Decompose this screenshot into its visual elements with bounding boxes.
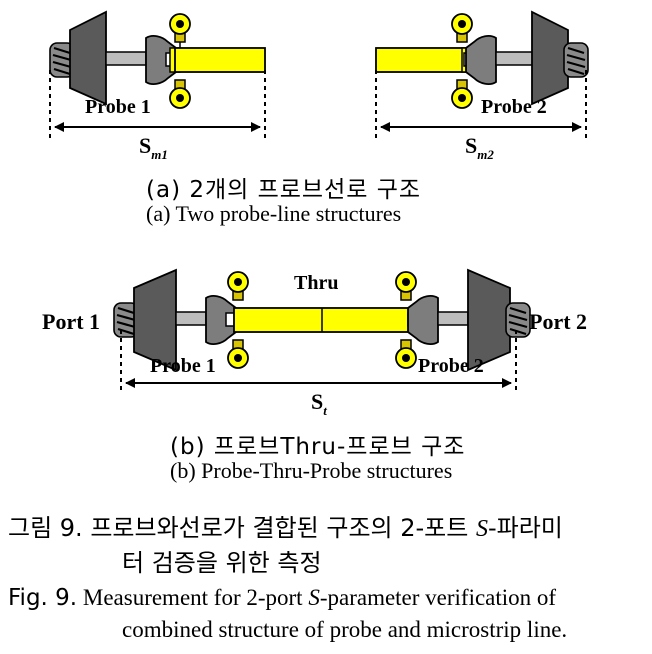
probe-2-label-a: Probe 2 [481, 96, 547, 118]
probe-1-assembly-a [48, 10, 266, 109]
line-2-a [375, 47, 467, 73]
coax-pin-2-a [495, 51, 537, 66]
connector-2-a [531, 10, 569, 106]
port-2-label: Port 2 [529, 309, 587, 334]
caption-b-korean: (b) 프로브Thru-프로브 구조 [170, 434, 466, 460]
figure-caption-english-line2: combined structure of probe and microstr… [122, 617, 568, 642]
figure-caption-english-line1: Fig. 9. Measurement for 2-port S-paramet… [8, 585, 557, 611]
dimension-label-sm1: Sm1 [139, 133, 168, 162]
caption-a-korean: (a) 2개의 프로브선로 구조 [146, 177, 422, 203]
dimension-label-st: St [311, 389, 327, 418]
probe-thru-probe-assembly [112, 268, 532, 372]
probe-1-label-b: Probe 1 [150, 355, 216, 377]
connector-1-a [69, 10, 107, 106]
dimension-label-sm2: Sm2 [465, 133, 494, 162]
line-1-a [174, 47, 266, 73]
thru-label: Thru [294, 272, 338, 294]
connector-port-1 [133, 268, 177, 372]
caption-b-english: (b) Probe-Thru-Probe structures [170, 458, 453, 483]
probe-2-label-b: Probe 2 [418, 355, 484, 377]
probe-head-2-b [407, 295, 439, 345]
figure-caption-korean-line2: 터 검증을 위한 측정 [122, 549, 322, 577]
figure-number-english: Fig. 9. [8, 585, 78, 611]
figure-number-korean: 그림 9. [8, 514, 83, 542]
figure-caption-korean-line1: 그림 9. 프로브와선로가 결합된 구조의 2-포트 S-파라미 [8, 514, 563, 542]
port-1-label: Port 1 [42, 309, 100, 334]
probe-2-assembly-a [375, 10, 590, 109]
coax-pin-1-a [105, 51, 147, 66]
probe-1-label-a: Probe 1 [85, 96, 151, 118]
caption-a-english: (a) Two probe-line structures [146, 201, 402, 226]
probe-head-2-a [465, 35, 497, 85]
diagram-canvas: Probe 1 Sm1 Probe 2 Sm2 [42, 10, 590, 418]
